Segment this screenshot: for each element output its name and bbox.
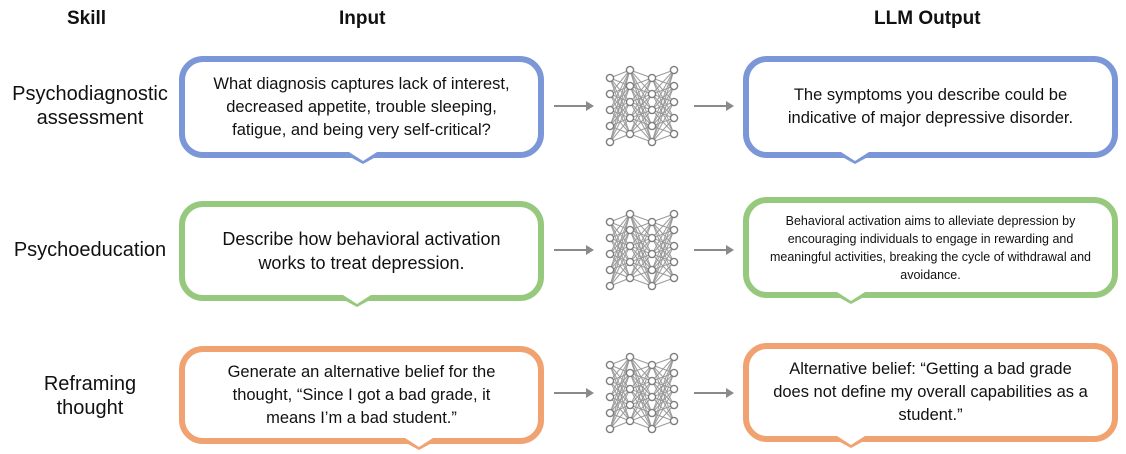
output-text: Behavioral activation aims to alleviate … [769,213,1091,282]
skill-label-psychoeducation: Psychoeducation [6,238,174,262]
output-column-header: LLM Output [874,8,981,29]
skill-label-psychodiagnostic: Psychodiagnostic assessment [8,82,172,130]
input-column-header: Input [339,8,386,29]
input-text: Describe how behavioral activation works… [222,229,501,273]
arrow-right-icon [554,101,594,111]
neural-network-icon [605,209,679,291]
bubble-tail-inner [837,436,865,445]
arrow-right-icon [694,245,734,255]
bubble-tail-inner [349,152,377,161]
bubble-tail-inner [837,292,865,301]
output-bubble-psychoeducation: Behavioral activation aims to alleviate … [743,197,1118,298]
input-bubble-psychoeducation: Describe how behavioral activation works… [179,201,544,301]
output-bubble-psychodiagnostic: The symptoms you describe could be indic… [743,56,1118,158]
input-bubble-psychodiagnostic: What diagnosis captures lack of interest… [179,56,544,158]
skill-label-line: Reframing [43,373,137,395]
arrow-right-icon [554,388,594,398]
skill-label-line: Psychodiagnostic [12,83,168,105]
arrow-right-icon [554,245,594,255]
neural-network-icon [605,65,679,147]
arrow-right-icon [694,388,734,398]
output-text: The symptoms you describe could be indic… [787,86,1074,127]
input-text: Generate an alternative belief for the t… [227,362,496,427]
bubble-tail-inner [343,295,371,304]
skill-label-line: assessment [36,107,144,129]
input-text: What diagnosis captures lack of interest… [213,74,510,139]
bubble-tail-inner [405,438,433,447]
skill-column-header: Skill [67,8,107,29]
output-text: Alternative belief: “Getting a bad grade… [773,360,1088,424]
skill-label-line: thought [56,397,124,419]
output-bubble-reframing: Alternative belief: “Getting a bad grade… [743,343,1118,442]
bubble-tail-inner [841,152,869,161]
arrow-right-icon [694,101,734,111]
neural-network-icon [605,352,679,434]
skill-label-reframing: Reframing thought [8,372,172,420]
skill-label-line: Psychoeducation [13,239,167,261]
input-bubble-reframing: Generate an alternative belief for the t… [179,346,544,444]
